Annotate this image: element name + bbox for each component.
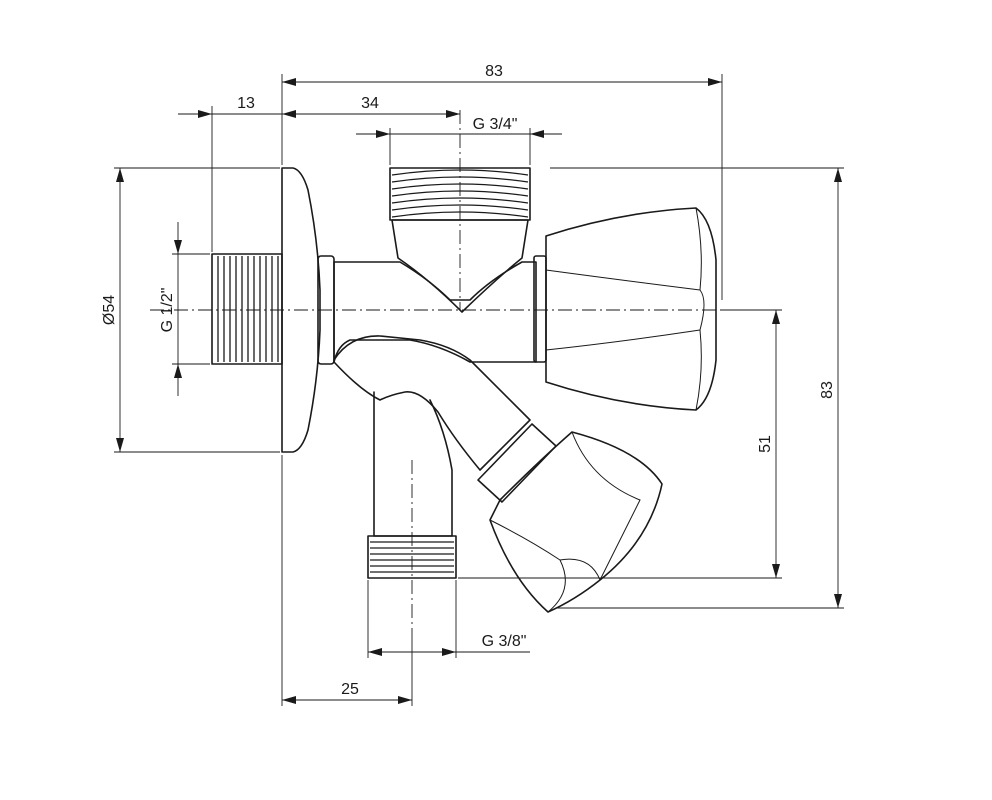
dim-label-top-thread: G 3/4" — [473, 116, 518, 133]
dim-label-bottom-outlet-offset: 25 — [341, 681, 359, 698]
main-body — [333, 261, 537, 363]
dim-top-outlet-offset: 34 — [282, 95, 460, 118]
dim-top-thread: G 3/4" — [356, 116, 562, 138]
dim-flange-thickness: 13 — [178, 95, 296, 118]
dim-label-flange-thickness: 13 — [237, 95, 255, 112]
dim-outlet-height: 51 — [757, 310, 780, 578]
dim-flange-diameter: Ø54 — [101, 168, 124, 452]
right-handle — [533, 207, 717, 411]
dim-label-inlet-thread: G 1/2" — [159, 288, 176, 333]
dim-label-bottom-thread: G 3/8" — [482, 633, 527, 650]
dim-total-height: 83 — [819, 168, 842, 608]
lower-branch — [333, 335, 531, 471]
down-pipe — [373, 391, 453, 537]
wall-flange — [281, 167, 321, 453]
lower-handle — [477, 423, 663, 613]
dim-inlet-thread: G 1/2" — [159, 222, 182, 396]
inlet-thread — [211, 253, 283, 365]
dim-bottom-outlet-offset: 25 — [282, 681, 412, 704]
dim-label-top-outlet-offset: 34 — [361, 95, 379, 112]
dim-label-total-width: 83 — [485, 63, 503, 80]
dim-label-total-height: 83 — [819, 381, 836, 399]
dim-bottom-thread: G 3/8" — [368, 633, 530, 656]
dim-label-flange-diameter: Ø54 — [101, 295, 118, 325]
dim-label-outlet-height: 51 — [757, 435, 774, 453]
valve-body — [211, 167, 717, 613]
center-lines — [150, 110, 770, 640]
dim-total-width: 83 — [282, 63, 722, 86]
